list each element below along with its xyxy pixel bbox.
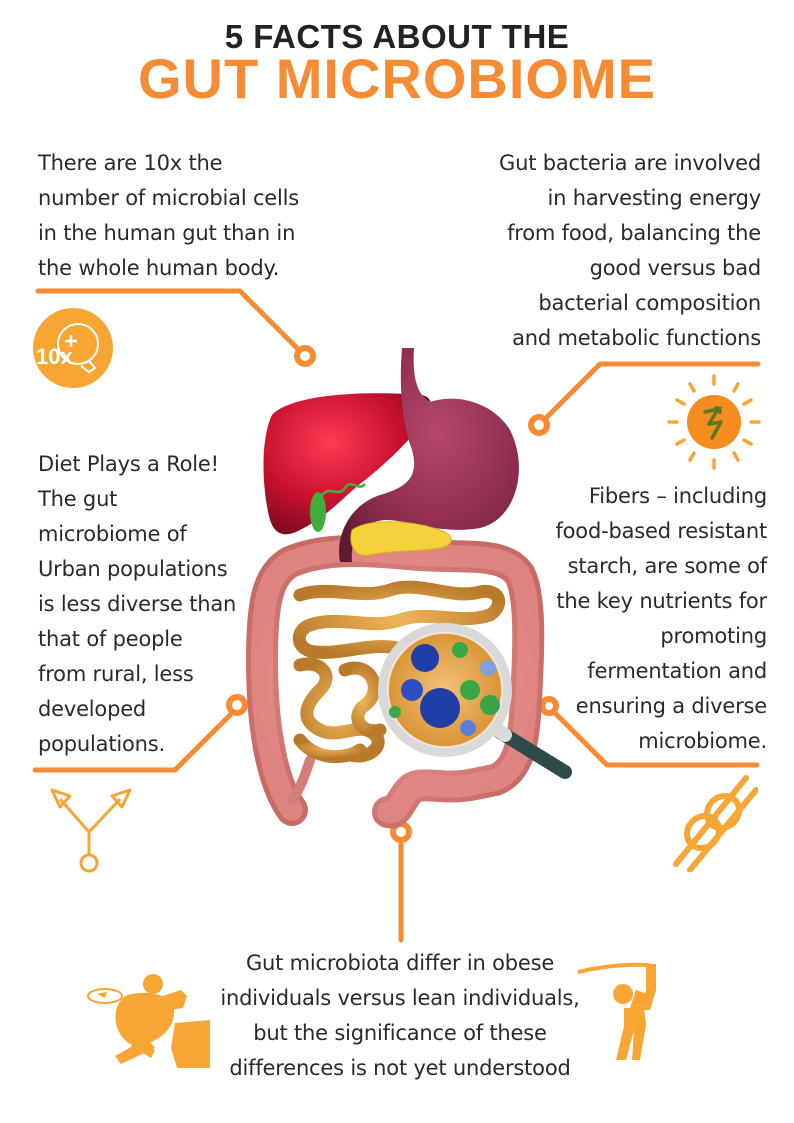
fact-line: fermentation and: [587, 659, 767, 683]
fact-line: in harvesting energy: [547, 186, 762, 210]
fact-line: Urban populations: [38, 557, 228, 581]
liver: [263, 393, 431, 535]
fact-line: good versus bad: [589, 256, 762, 280]
fact-line: ensuring a diverse: [575, 694, 767, 718]
fact-line: starch, are some of: [567, 554, 768, 578]
connector-fact-3: [32, 710, 235, 773]
fact-line: in the human gut than in: [38, 221, 296, 245]
fact-line: developed: [38, 697, 147, 721]
fact-line: populations.: [38, 732, 165, 756]
fact-obese-lean: Gut microbiota differ in obese individua…: [200, 946, 600, 1086]
stomach: [339, 348, 519, 562]
fact-line: but the significance of these: [253, 1021, 547, 1045]
fact-line: and metabolic functions: [512, 326, 761, 350]
magnifying-glass-bacteria: [378, 623, 572, 779]
fact-line: Gut microbiota differ in obese: [245, 951, 555, 975]
knot-icon: [673, 775, 758, 872]
fact-line: the key nutrients for: [556, 589, 767, 613]
connector-node-1: [294, 345, 316, 367]
fact-line: promoting: [660, 624, 767, 648]
fact-line: individuals versus lean individuals,: [220, 986, 580, 1010]
fact-energy-harvesting: Gut bacteria are involved in harvesting …: [499, 146, 761, 356]
sun-energy-icon: [667, 374, 761, 470]
connector-fact-2: [543, 361, 761, 421]
connector-fact-4: [552, 710, 760, 768]
10x-magnifier-icon: 10x: [33, 308, 113, 388]
fact-line: microbiome.: [638, 729, 767, 753]
fact-line: Diet Plays a Role!: [38, 452, 219, 476]
fact-line: Fibers – including: [588, 484, 767, 508]
lean-person-icon: [578, 962, 656, 1060]
fact-line: number of microbial cells: [38, 186, 300, 210]
fact-fibers: Fibers – including food-based resistant …: [555, 479, 767, 759]
connector-fact-1: [35, 288, 301, 352]
small-intestine: [292, 580, 506, 764]
fact-line: Gut bacteria are involved: [499, 151, 761, 175]
fact-line: bacterial composition: [538, 291, 761, 315]
fact-line: There are 10x the: [38, 151, 223, 175]
fact-microbial-cells: There are 10x the number of microbial ce…: [38, 146, 299, 286]
fact-line: food-based resistant: [555, 519, 767, 543]
fact-line: that of people: [38, 627, 183, 651]
obese-person-icon: [87, 974, 210, 1068]
large-intestine: [246, 535, 545, 829]
svg-text:10x: 10x: [36, 344, 73, 369]
gallbladder: [310, 483, 366, 532]
connector-node-4: [539, 696, 559, 716]
connector-node-2: [528, 414, 550, 436]
fact-line: is less diverse than: [38, 592, 237, 616]
fact-diet-role: Diet Plays a Role! The gut microbiome of…: [38, 447, 236, 762]
fact-line: microbiome of: [38, 522, 187, 546]
fact-line: differences is not yet understood: [229, 1056, 571, 1080]
pancreas: [350, 521, 452, 556]
fact-line: the whole human body.: [38, 256, 280, 280]
title-top: 5 FACTS ABOUT THE: [224, 18, 570, 55]
fact-line: from food, balancing the: [507, 221, 761, 245]
diverging-arrows-icon: [50, 788, 132, 873]
fact-line: from rural, less: [38, 662, 194, 686]
connector-node-3: [226, 694, 248, 716]
fact-line: The gut: [38, 487, 118, 511]
title-main: GUT MICROBIOME: [138, 47, 656, 110]
